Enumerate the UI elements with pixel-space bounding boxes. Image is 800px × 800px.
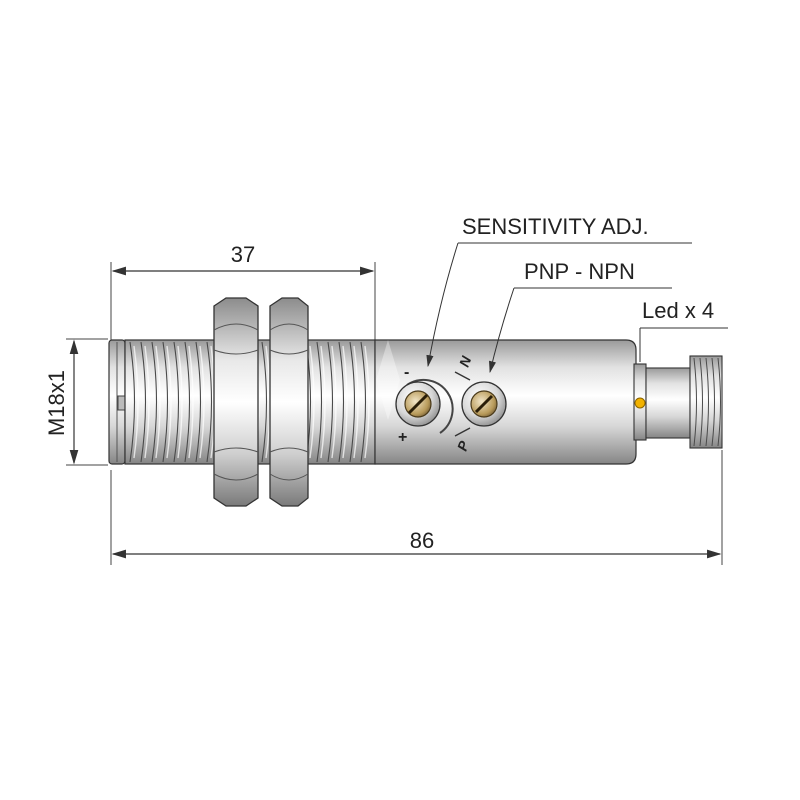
callout-pnp-npn: PNP - NPN xyxy=(488,259,672,374)
led-indicator xyxy=(634,397,646,409)
sensitivity-label: SENSITIVITY ADJ. xyxy=(462,214,649,239)
led-ring xyxy=(633,363,647,441)
dimension-37: 37 xyxy=(110,242,376,345)
dimension-86: 86 xyxy=(110,450,723,565)
dimension-86-label: 86 xyxy=(410,528,434,553)
callout-led: Led x 4 xyxy=(639,298,728,362)
pnp-npn-switch: N P xyxy=(454,353,507,453)
hex-nut-1 xyxy=(213,297,259,507)
dimension-m18: M18x1 xyxy=(44,338,108,466)
pnp-npn-label: PNP - NPN xyxy=(524,259,635,284)
knob-minus-mark: - xyxy=(404,364,409,381)
led-label: Led x 4 xyxy=(642,298,714,323)
dimension-37-label: 37 xyxy=(231,242,255,267)
callout-sensitivity: SENSITIVITY ADJ. xyxy=(426,214,692,368)
sensitivity-knob: - + xyxy=(395,364,454,446)
knob-plus-mark: + xyxy=(398,429,407,446)
hex-nut-2 xyxy=(269,297,309,507)
dimension-m18-label: M18x1 xyxy=(44,370,69,436)
rear-connector xyxy=(645,355,723,449)
